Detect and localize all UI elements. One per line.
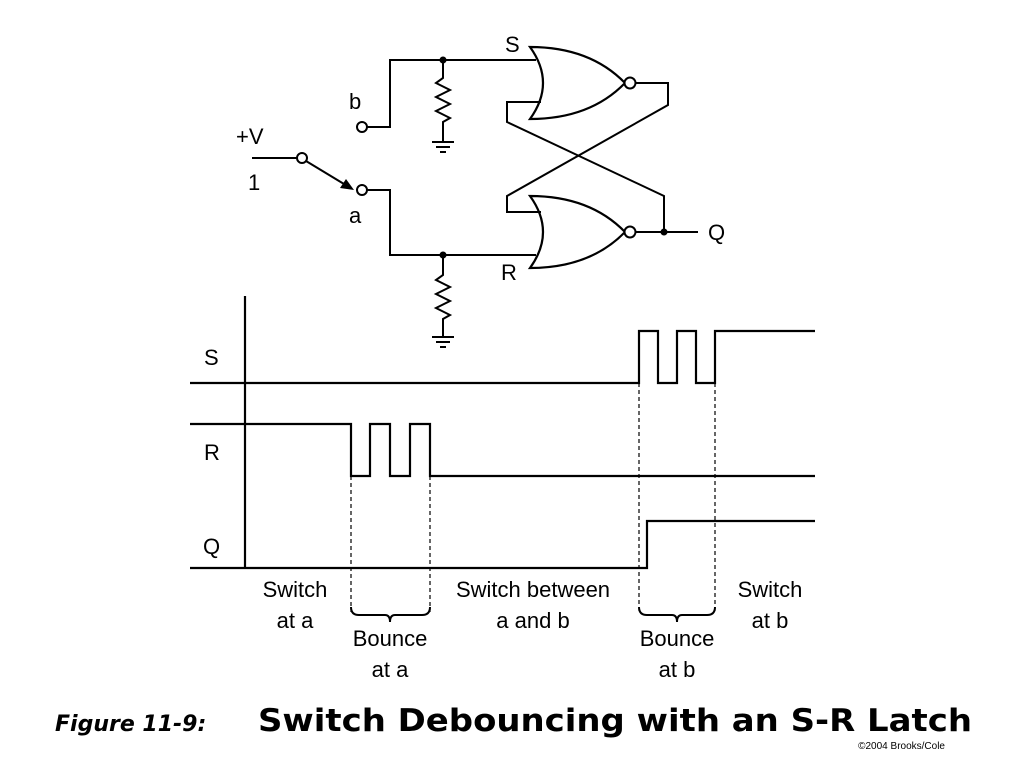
a-contact-icon	[356, 184, 368, 196]
bounce-guide-lines	[350, 383, 716, 612]
bounce-a-brace	[350, 606, 431, 623]
cross-coupling-wires	[506, 82, 669, 233]
bounce-at-a-line2: at a	[372, 657, 409, 682]
s-input-network: S b	[349, 32, 536, 153]
signal-label-q: Q	[203, 534, 220, 559]
caption-prefix: Figure 11-9:	[55, 712, 206, 737]
bounce-at-b-line2: at b	[659, 657, 696, 682]
r-waveform	[190, 422, 815, 478]
bounce-at-b-line1: Bounce	[640, 626, 715, 651]
s-waveform	[190, 329, 815, 385]
switch-at-a-line2: at a	[277, 608, 314, 633]
signal-label-s: S	[204, 345, 219, 370]
b-contact-label: b	[349, 89, 361, 114]
switch-at-b-line2: at b	[752, 608, 789, 633]
switch-between-line2: a and b	[496, 608, 569, 633]
switch-at-b-line1: Switch	[738, 577, 803, 602]
q-waveform	[190, 519, 815, 570]
s-input-label: S	[505, 32, 520, 57]
lower-nor-gate	[527, 194, 637, 270]
q-output-label: Q	[708, 220, 725, 245]
r-input-label: R	[501, 260, 517, 285]
q-output: Q	[636, 220, 725, 245]
timing-diagram: S R Q Switch at a Bounce at a Switch bet…	[190, 296, 815, 682]
sr-latch-circuit: Q S b R a	[236, 32, 725, 348]
b-contact-icon	[356, 121, 368, 133]
signal-label-r: R	[204, 440, 220, 465]
spdt-switch-icon: +V 1	[236, 124, 354, 195]
one-label: 1	[248, 170, 260, 195]
vplus-label: +V	[236, 124, 264, 149]
switch-between-line1: Switch between	[456, 577, 610, 602]
caption-title: Switch Debouncing with an S-R Latch	[258, 703, 972, 739]
copyright-notice: ©2004 Brooks/Cole	[858, 741, 945, 752]
switch-at-a-line1: Switch	[263, 577, 328, 602]
a-contact-label: a	[349, 203, 362, 228]
upper-nor-gate	[527, 45, 637, 121]
bounce-b-brace	[638, 606, 716, 623]
figure-caption: Figure 11-9: Switch Debouncing with an S…	[55, 703, 972, 739]
r-input-network: R a	[349, 184, 536, 348]
bounce-at-a-line1: Bounce	[353, 626, 428, 651]
